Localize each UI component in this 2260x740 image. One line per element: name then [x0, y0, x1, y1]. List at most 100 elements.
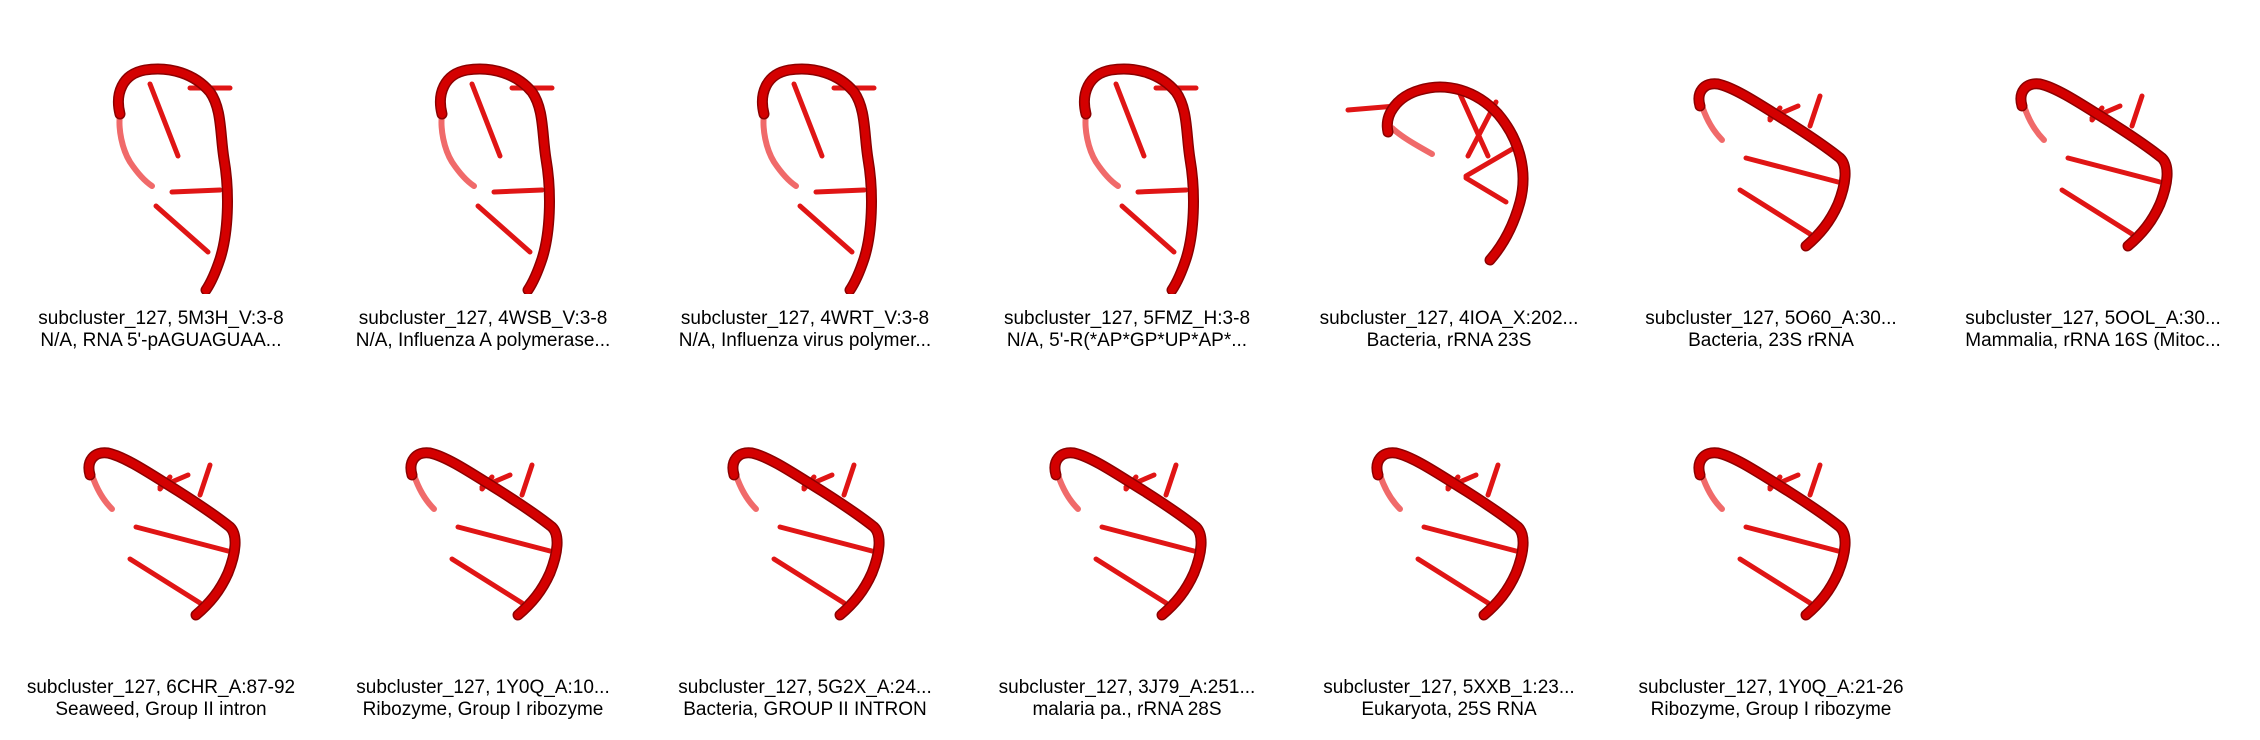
- nucleotide-base: [1119, 203, 1177, 255]
- backbone-shadow: [1381, 81, 1529, 266]
- backbone-tail: [411, 472, 437, 512]
- nucleotide-base: [127, 556, 203, 606]
- nucleotide-base: [1463, 145, 1517, 179]
- backbone-tail: [1389, 125, 1435, 157]
- structure-panel: subcluster_127, 1Y0Q_A:21-26 Ribozyme, G…: [1610, 393, 1932, 733]
- structure-id-label: subcluster_127, 1Y0Q_A:21-26: [1638, 677, 1904, 698]
- structure-source-label: Seaweed, Group II intron: [55, 699, 267, 720]
- structure-id-label: subcluster_127, 5FMZ_H:3-8: [1003, 308, 1251, 329]
- structure-id-label: subcluster_127, 5M3H_V:3-8: [38, 308, 284, 329]
- structure-source-label: N/A, Influenza virus polymer...: [678, 330, 932, 351]
- nucleotide-base: [1807, 462, 1823, 498]
- rna-structure-image: [434, 63, 555, 294]
- structure-panel: subcluster_127, 5FMZ_H:3-8 N/A, 5'-R(*AP…: [966, 24, 1288, 364]
- structure-panel: subcluster_127, 1Y0Q_A:10... Ribozyme, G…: [322, 393, 644, 733]
- structure-panel: subcluster_127, 5G2X_A:24... Bacteria, G…: [644, 393, 966, 733]
- backbone-tail: [1055, 472, 1081, 512]
- nucleotide-base: [1807, 93, 1823, 129]
- structure-panel: subcluster_127, 3J79_A:251... malaria pa…: [966, 393, 1288, 733]
- nucleotide-base: [841, 462, 857, 498]
- nucleotide-base: [1737, 187, 1813, 237]
- rna-model: [112, 63, 233, 294]
- backbone-tail: [733, 472, 759, 512]
- rna-model: [1345, 81, 1529, 266]
- nucleotide-base: [449, 556, 525, 606]
- nucleotide-base: [1415, 556, 1491, 606]
- structure-id-label: subcluster_127, 5O60_A:30...: [1645, 308, 1897, 329]
- structure-source-label: Bacteria, rRNA 23S: [1366, 330, 1532, 351]
- rna-structure-image: [1371, 447, 1529, 621]
- nucleotide-base: [1737, 556, 1813, 606]
- backbone-tail: [760, 111, 799, 189]
- nucleotide-base: [1457, 91, 1491, 159]
- rna-structure-image: [756, 63, 877, 294]
- structure-panel: subcluster_127, 5XXB_1:23... Eukaryota, …: [1288, 393, 1610, 733]
- structure-id-label: subcluster_127, 4WRT_V:3-8: [680, 308, 930, 329]
- nucleotide-base: [147, 81, 181, 159]
- rna-model: [727, 447, 885, 621]
- rna-model: [83, 447, 241, 621]
- structure-source-label: N/A, 5'-R(*AP*GP*UP*AP*...: [1006, 330, 1248, 351]
- structure-id-label: subcluster_127, 3J79_A:251...: [998, 677, 1256, 698]
- structure-source-label: Ribozyme, Group I ribozyme: [1650, 699, 1892, 720]
- structure-source-label: malaria pa., rRNA 28S: [1032, 699, 1222, 720]
- structure-panel: subcluster_127, 4WRT_V:3-8 N/A, Influenz…: [644, 24, 966, 364]
- structure-panel: subcluster_127, 4WSB_V:3-8 N/A, Influenz…: [322, 24, 644, 364]
- nucleotide-base: [197, 462, 213, 498]
- nucleotide-base: [133, 524, 231, 554]
- backbone-ribbon: [85, 448, 239, 619]
- nucleotide-base: [153, 203, 211, 255]
- backbone-ribbon: [758, 65, 876, 294]
- rna-structure-image: [1693, 78, 1851, 252]
- backbone-ribbon: [1695, 79, 1849, 250]
- rna-structure-image: [1693, 447, 1851, 621]
- nucleotide-base: [519, 462, 535, 498]
- nucleotide-base: [771, 556, 847, 606]
- nucleotide-base: [2059, 187, 2135, 237]
- nucleotide-base: [1135, 187, 1189, 195]
- backbone-ribbon: [729, 448, 883, 619]
- nucleotide-base: [2065, 155, 2163, 185]
- rna-model: [1049, 447, 1207, 621]
- structure-id-label: subcluster_127, 4WSB_V:3-8: [358, 308, 608, 329]
- nucleotide-base: [1421, 524, 1519, 554]
- backbone-ribbon: [2017, 79, 2171, 250]
- backbone-ribbon: [1080, 65, 1198, 294]
- rna-model: [756, 63, 877, 294]
- structure-id-label: subcluster_127, 1Y0Q_A:10...: [356, 677, 610, 698]
- nucleotide-base: [2129, 93, 2145, 129]
- nucleotide-base: [813, 187, 867, 195]
- backbone-ribbon: [407, 448, 561, 619]
- nucleotide-base: [1093, 556, 1169, 606]
- structure-panel: subcluster_127, 5O60_A:30... Bacteria, 2…: [1610, 24, 1932, 364]
- backbone-tail: [1699, 103, 1725, 143]
- structure-id-label: subcluster_127, 5G2X_A:24...: [678, 677, 932, 698]
- nucleotide-base: [1113, 81, 1147, 159]
- backbone-tail: [438, 111, 477, 189]
- rna-model: [1371, 447, 1529, 621]
- rna-structure-image: [727, 447, 885, 621]
- nucleotide-base: [475, 203, 533, 255]
- nucleotide-base: [169, 187, 223, 195]
- rna-model: [1693, 78, 1851, 252]
- structure-panel: subcluster_127, 5OOL_A:30... Mammalia, r…: [1932, 24, 2254, 364]
- backbone-ribbon: [436, 65, 554, 294]
- backbone-ribbon: [1383, 83, 1527, 264]
- backbone-ribbon: [1051, 448, 1205, 619]
- rna-structure-image: [83, 447, 241, 621]
- nucleotide-base: [491, 187, 545, 195]
- backbone-ribbon: [114, 65, 232, 294]
- rna-structure-image: [1049, 447, 1207, 621]
- rna-structure-image: [405, 447, 563, 621]
- structure-panel: subcluster_127, 6CHR_A:87-92 Seaweed, Gr…: [0, 393, 322, 733]
- nucleotide-base: [797, 203, 855, 255]
- backbone-tail: [89, 472, 115, 512]
- structure-id-label: subcluster_127, 6CHR_A:87-92: [26, 677, 296, 698]
- structure-source-label: Eukaryota, 25S RNA: [1361, 699, 1537, 720]
- structure-id-label: subcluster_127, 5OOL_A:30...: [1965, 308, 2221, 329]
- backbone-tail: [1377, 472, 1403, 512]
- structure-source-label: N/A, Influenza A polymerase...: [355, 330, 611, 351]
- structure-panel: subcluster_127, 5M3H_V:3-8 N/A, RNA 5'-p…: [0, 24, 322, 364]
- rna-structure-image: [1345, 81, 1529, 266]
- structure-source-label: Bacteria, 23S rRNA: [1688, 330, 1854, 351]
